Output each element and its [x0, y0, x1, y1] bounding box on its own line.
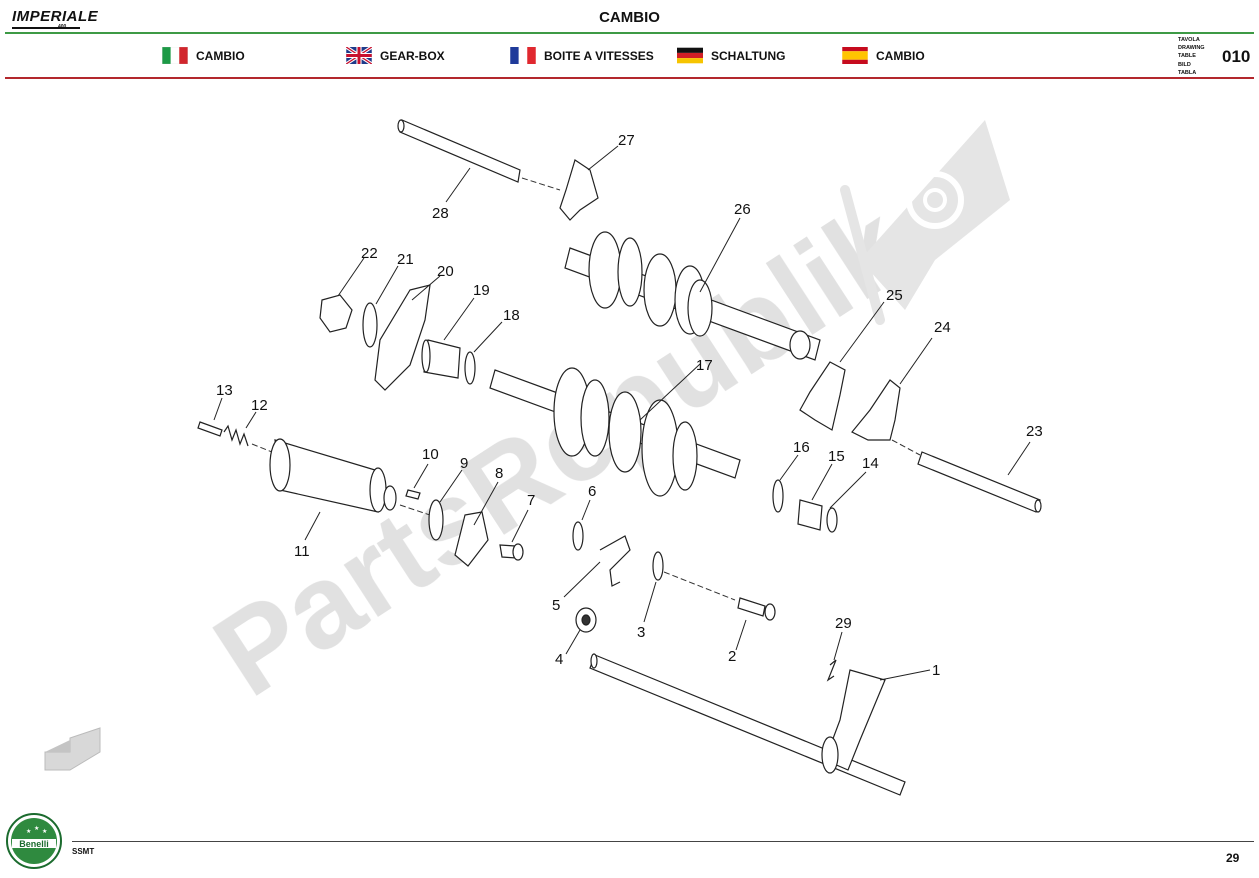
callout-labels: 1 2 3 4 5 6 7 8 9 10 11 12 13 14 15 16 1… — [216, 132, 1043, 679]
next-page-arrow-icon[interactable] — [44, 727, 101, 771]
callout-15: 15 — [828, 448, 845, 465]
callout-26: 26 — [734, 201, 751, 218]
lang-german: SCHALTUNG — [677, 47, 785, 64]
part-3-washer — [652, 551, 664, 581]
page-title: CAMBIO — [599, 9, 660, 26]
part-2-bolt — [737, 597, 776, 621]
callout-10: 10 — [422, 446, 439, 463]
callout-3: 3 — [637, 624, 645, 641]
germany-flag-icon — [677, 47, 703, 64]
italy-flag-icon — [162, 47, 188, 64]
svg-text:★: ★ — [42, 828, 47, 835]
part-1-gearshift-shaft — [589, 653, 906, 796]
lang-italian: CAMBIO — [162, 47, 245, 64]
uk-flag-icon — [346, 47, 372, 64]
part-17-mainshaft — [489, 367, 741, 497]
callout-29: 29 — [835, 615, 852, 632]
part-27-shift-fork — [559, 159, 599, 221]
callout-20: 20 — [437, 263, 454, 280]
callout-2: 2 — [728, 648, 736, 665]
part-23-fork-shaft — [917, 451, 1042, 513]
callout-21: 21 — [397, 251, 414, 268]
footer-code: SSMT — [72, 847, 95, 856]
part-9-washer — [428, 499, 444, 541]
callout-17: 17 — [696, 357, 713, 374]
part-28-fork-shaft — [397, 119, 521, 183]
table-number: 010 — [1222, 47, 1251, 66]
benelli-logo: Benelli ★ ★ ★ — [6, 813, 62, 869]
callout-8: 8 — [495, 465, 503, 482]
part-18-circlip — [464, 351, 476, 385]
callout-4: 4 — [555, 651, 563, 668]
france-flag-icon — [510, 47, 536, 64]
callout-24: 24 — [934, 319, 951, 336]
lang-label: BOITE A VITESSES — [544, 48, 654, 63]
lang-french: BOITE A VITESSES — [510, 47, 654, 64]
svg-text:★: ★ — [34, 825, 39, 832]
header-top-rule — [5, 32, 1254, 34]
callout-27: 27 — [618, 132, 635, 149]
callout-9: 9 — [460, 455, 468, 472]
callout-7: 7 — [527, 492, 535, 509]
part-24-shift-fork — [851, 379, 901, 441]
lang-label: CAMBIO — [876, 48, 925, 63]
part-25-shift-fork — [799, 361, 846, 431]
part-19-bearing — [421, 339, 461, 379]
part-10-dowel — [405, 489, 421, 500]
callout-14: 14 — [862, 455, 879, 472]
callout-18: 18 — [503, 307, 520, 324]
part-5-spring-lever — [599, 535, 631, 587]
lang-label: SCHALTUNG — [711, 48, 786, 63]
page-number: 29 — [1226, 851, 1240, 865]
lang-spanish: CAMBIO — [842, 47, 925, 64]
callout-19: 19 — [473, 282, 490, 299]
part-22-nut — [319, 294, 353, 333]
footer-rule — [72, 841, 1254, 842]
logo-underline — [12, 27, 80, 29]
lang-label: GEAR-BOX — [380, 48, 445, 63]
part-12-spring — [223, 424, 249, 447]
callout-12: 12 — [251, 397, 268, 414]
gearbox-exploded-diagram: PartsRepublik — [44, 119, 1043, 796]
svg-text:★: ★ — [26, 828, 31, 835]
callout-13: 13 — [216, 382, 233, 399]
header-bottom-rule — [5, 77, 1254, 79]
part-15-bushing — [797, 499, 823, 531]
spain-flag-icon — [842, 47, 868, 64]
part-14-washer — [826, 507, 838, 533]
callout-1: 1 — [932, 662, 940, 679]
part-11-shift-drum — [269, 438, 397, 513]
part-29-circlip — [826, 659, 837, 682]
callout-6: 6 — [588, 483, 596, 500]
callout-25: 25 — [886, 287, 903, 304]
part-26-countershaft — [564, 231, 821, 361]
part-20-star-wheel — [374, 284, 431, 391]
lang-label: CAMBIO — [196, 48, 245, 63]
leader-lines — [213, 145, 1031, 681]
callout-11: 11 — [294, 543, 310, 560]
callout-23: 23 — [1026, 423, 1043, 440]
callout-5: 5 — [552, 597, 560, 614]
svg-text:Benelli: Benelli — [19, 839, 49, 849]
part-7-screw — [499, 543, 524, 561]
lang-english: GEAR-BOX — [346, 47, 445, 64]
part-16-circlip — [772, 479, 784, 513]
part-13-pin — [197, 421, 223, 437]
callout-16: 16 — [793, 439, 810, 456]
part-21-washer — [362, 302, 378, 348]
part-4-oil-seal — [575, 607, 597, 633]
callout-22: 22 — [361, 245, 378, 262]
table-labels: TAVOLA DRAWING TABLE BILD TABLA — [1178, 37, 1205, 76]
part-6-washer — [572, 521, 584, 551]
part-8-indexing-plate — [454, 511, 489, 567]
callout-28: 28 — [432, 205, 449, 222]
